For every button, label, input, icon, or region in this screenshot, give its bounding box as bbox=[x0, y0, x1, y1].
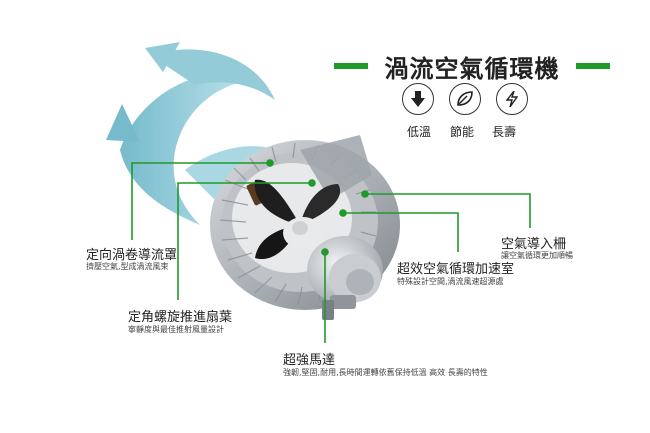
header: 渦流空氣循環機 bbox=[334, 46, 610, 86]
feature-label-longevity: 長壽 bbox=[492, 125, 517, 139]
callout-lines bbox=[131, 159, 531, 343]
callout-vortex-cover-desc: 擠壓空氣,型成渦流風束 bbox=[86, 262, 169, 271]
title-bar-left bbox=[334, 63, 368, 69]
leaf-icon bbox=[449, 83, 481, 115]
page-title: 渦流空氣循環機 bbox=[384, 54, 560, 83]
feature-label-low-temp: 低溫 bbox=[407, 125, 432, 139]
down-arrow-icon bbox=[402, 83, 434, 115]
title-bar-right bbox=[576, 63, 610, 69]
callout-accelerator-title: 超效空氣循環加速室 bbox=[397, 262, 515, 277]
callout-air-intake-desc: 讓空氣循環更加順暢 bbox=[501, 251, 573, 260]
callout-propeller-desc: 寧靜度與最佳推射風量設計 bbox=[128, 325, 224, 334]
propeller-blades bbox=[254, 179, 341, 260]
feature-badges: 低溫 節能 長壽 bbox=[402, 83, 528, 143]
feature-label-energy: 節能 bbox=[450, 125, 475, 139]
lightning-icon bbox=[496, 83, 528, 115]
callout-accelerator-desc: 特殊設計空間,渦流風速超源處 bbox=[397, 277, 504, 286]
callout-air-intake-title: 空氣導入柵 bbox=[501, 237, 567, 252]
callout-motor-desc: 強韌,堅固,耐用,長時間運轉依舊保持低溫 高效 長壽的特性 bbox=[283, 368, 488, 377]
callout-vortex-cover-title: 定向渦卷導流罩 bbox=[86, 248, 178, 263]
callout-motor-title: 超強馬達 bbox=[283, 353, 336, 368]
callout-propeller-title: 定角螺旋推進扇葉 bbox=[128, 310, 233, 325]
